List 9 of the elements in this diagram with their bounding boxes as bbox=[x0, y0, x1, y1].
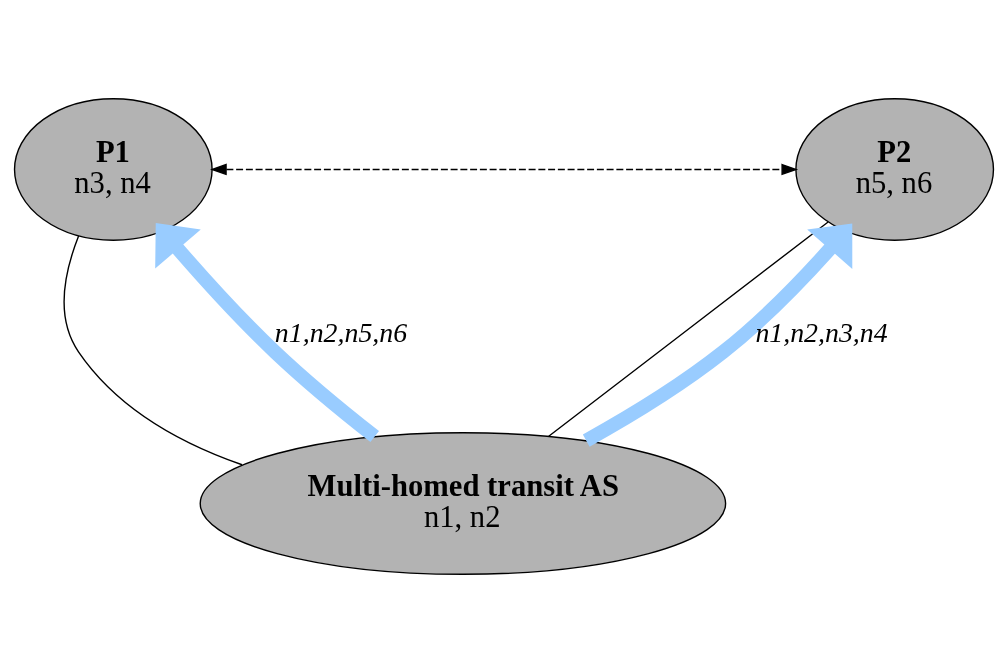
edge-label: n1,n2,n3,n4 bbox=[754, 316, 888, 348]
edge-label: n1,n2,n5,n6 bbox=[274, 316, 407, 348]
node-ellipse: P2 n5, n6 bbox=[794, 97, 994, 241]
connector bbox=[547, 220, 829, 437]
arrow bbox=[209, 163, 798, 175]
node-ellipse: Multi-homed transit AS n1, n2 bbox=[199, 431, 726, 575]
connector bbox=[63, 234, 243, 465]
node-ellipse: P1 n3, n4 bbox=[13, 97, 213, 241]
arrow bbox=[154, 222, 379, 442]
